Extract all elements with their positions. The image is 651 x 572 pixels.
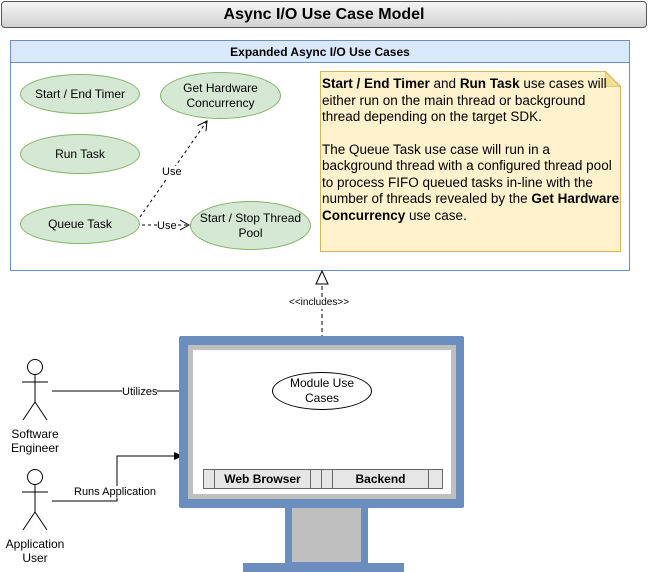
note-bold-get-hardware-concurrency: Get Hardware Concurrency (322, 191, 620, 223)
note-fold-corner (605, 71, 621, 87)
edge-label-runs-application: Runs Application (74, 486, 156, 498)
use-case-queue-task[interactable]: Queue Task (20, 204, 140, 244)
use-case-module-use-cases[interactable]: Module Use Cases (272, 372, 372, 410)
includes-triangle (315, 269, 329, 285)
edge-label-includes: <<includes>> (289, 297, 350, 309)
use-case-group-header: Expanded Async I/O Use Cases (11, 41, 629, 63)
edge-use-hardware (139, 120, 208, 218)
software-engineer-actor-icon (22, 359, 48, 421)
use-case-start-end-timer[interactable]: Start / End Timer (20, 74, 140, 114)
explanation-note (320, 71, 621, 252)
edge-label-utilizes: Utilizes (122, 386, 158, 398)
note-bold-run-task: Run Task (459, 76, 520, 91)
actor-label-software-engineer: Software Engineer (10, 427, 60, 455)
edge-label-use-threadpool: Use (157, 220, 177, 232)
note-text-2: use cases will either run on the main th… (322, 76, 607, 124)
monitor-stand-neck-inner (292, 508, 361, 562)
tab-backend[interactable]: Backend (332, 469, 429, 489)
monitor-stand-base (243, 563, 404, 572)
use-case-run-task[interactable]: Run Task (20, 134, 140, 174)
tab-stub-right (428, 469, 443, 489)
note-text-1: and (429, 76, 460, 91)
actor-label-application-user: Application User (5, 537, 65, 565)
application-user-actor-icon (22, 469, 48, 531)
edge-runs-application (52, 452, 183, 502)
note-bold-start-end-timer: Start / End Timer (322, 76, 430, 91)
use-case-get-hardware-concurrency[interactable]: Get Hardware Concurrency (160, 72, 281, 119)
diagram-title: Async I/O Use Case Model (1, 1, 647, 28)
note-text-3: The Queue Task use case will run in a ba… (322, 141, 612, 207)
note-text: Start / End Timer and Run Task use cases… (322, 76, 622, 240)
use-case-start-stop-thread-pool[interactable]: Start / Stop Thread Pool (190, 201, 311, 250)
monitor-tab-bar: Web Browser Backend (203, 469, 443, 491)
edge-label-use-hardware: Use (162, 166, 182, 178)
tab-web-browser[interactable]: Web Browser (214, 469, 311, 489)
note-text-4: use case. (405, 207, 467, 223)
